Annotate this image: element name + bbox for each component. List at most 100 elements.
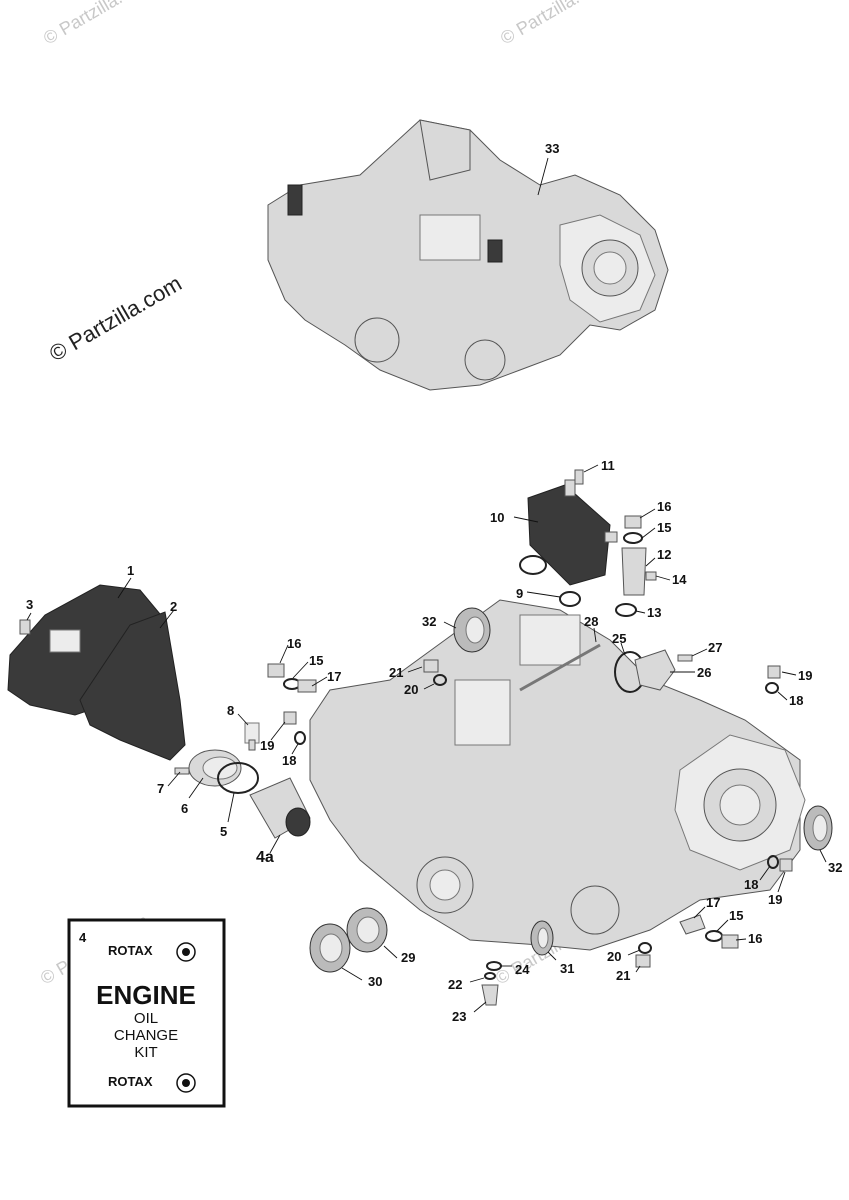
watermark-main: © Partzilla.com xyxy=(45,271,186,367)
callout-31: 31 xyxy=(560,961,574,976)
callout-28: 28 xyxy=(584,614,598,629)
callout-26: 26 xyxy=(697,665,711,680)
o-ring-24 xyxy=(486,961,502,971)
o-ring-5 xyxy=(217,762,259,794)
plug-21-lower xyxy=(635,954,651,968)
callout-12: 12 xyxy=(657,547,671,562)
washer-20-upper xyxy=(433,674,447,686)
callout-15-lower: 15 xyxy=(729,908,743,923)
bolt-11 xyxy=(574,469,584,485)
callout-32-upper: 32 xyxy=(422,614,436,629)
seal-32-upper xyxy=(453,607,491,653)
engine-assembly-33 xyxy=(267,119,669,391)
cover-2 xyxy=(79,611,186,761)
kit-brand-top: ROTAX xyxy=(108,943,153,958)
callout-16-left: 16 xyxy=(287,636,301,651)
callout-17-lower: 17 xyxy=(706,895,720,910)
drain-plug-23 xyxy=(481,984,499,1006)
callout-20-lower: 20 xyxy=(607,949,621,964)
brp-logo-top-icon xyxy=(176,942,196,962)
bolt-27 xyxy=(677,654,693,662)
bolt-3 xyxy=(19,619,31,635)
kit-line-kit: KIT xyxy=(134,1044,157,1061)
callout-33: 33 xyxy=(545,141,559,156)
o-ring-15-lower xyxy=(705,930,723,942)
kit-brand-bottom: ROTAX xyxy=(108,1074,153,1089)
callout-1: 1 xyxy=(127,563,134,578)
callout-7: 7 xyxy=(157,781,164,796)
callout-19-upper-right: 19 xyxy=(798,668,812,683)
callout-21-upper: 21 xyxy=(389,665,403,680)
callout-19-left: 19 xyxy=(260,738,274,753)
plug-16-upper-right xyxy=(624,515,642,529)
callout-8: 8 xyxy=(227,703,234,718)
callout-13: 13 xyxy=(647,605,661,620)
o-ring-9b xyxy=(559,591,581,607)
fitting-17-lower xyxy=(679,914,706,935)
seal-30 xyxy=(309,923,351,973)
o-ring-9a xyxy=(519,555,547,575)
plug-16-left xyxy=(267,663,285,678)
kit-number: 4 xyxy=(79,930,87,945)
callout-3: 3 xyxy=(26,597,33,612)
plug-21-upper xyxy=(423,659,439,673)
oil-filter-4a xyxy=(249,777,311,839)
seal-29 xyxy=(346,907,388,953)
oil-cooler-10 xyxy=(527,479,618,586)
washer-18-upper-right xyxy=(765,682,779,694)
kit-title: ENGINE xyxy=(96,980,196,1010)
washer-18-left xyxy=(294,731,306,745)
callout-18-upper-right: 18 xyxy=(789,693,803,708)
callout-27: 27 xyxy=(708,640,722,655)
callout-29: 29 xyxy=(401,950,415,965)
plug-19-upper-right xyxy=(767,665,781,679)
callout-6: 6 xyxy=(181,801,188,816)
callout-16-lower: 16 xyxy=(748,931,762,946)
plug-16-lower xyxy=(721,934,739,949)
callout-16-upper-right: 16 xyxy=(657,499,671,514)
engine-crankcase xyxy=(309,599,806,951)
callout-4a: 4a xyxy=(256,849,274,866)
watermark-top-left: © Partzilla.com xyxy=(40,0,155,48)
callout-30: 30 xyxy=(368,974,382,989)
callout-14: 14 xyxy=(672,572,687,587)
callout-24: 24 xyxy=(515,962,530,977)
callout-25: 25 xyxy=(612,631,626,646)
callout-11: 11 xyxy=(601,458,615,473)
kit-line-oil: OIL xyxy=(134,1010,158,1027)
oil-change-kit-box: 4 ROTAX ENGINE OIL CHANGE KIT ROTAX xyxy=(67,918,226,1108)
o-ring-22 xyxy=(484,972,496,980)
sensor-8 xyxy=(244,722,260,751)
watermark-top-right: © Partzilla.com xyxy=(497,0,612,48)
dipstick-28 xyxy=(519,643,601,692)
o-ring-15-upper-right xyxy=(623,532,643,544)
callout-32-right: 32 xyxy=(828,860,842,875)
callout-9: 9 xyxy=(516,586,523,601)
fitting-17-left xyxy=(297,679,317,693)
o-ring-13 xyxy=(615,603,637,617)
callout-18-left: 18 xyxy=(282,753,296,768)
callout-21-lower: 21 xyxy=(616,968,630,983)
oil-filter-cover-6 xyxy=(188,749,242,787)
callout-18-lower-right: 18 xyxy=(744,877,758,892)
washer-20-lower xyxy=(638,942,652,954)
callout-23: 23 xyxy=(452,1009,466,1024)
plug-19-left xyxy=(283,711,297,725)
callout-19-lower-right: 19 xyxy=(768,892,782,907)
callout-5: 5 xyxy=(220,824,227,839)
seal-32-right xyxy=(803,805,833,851)
bolt-14 xyxy=(645,571,657,581)
callout-2: 2 xyxy=(170,599,177,614)
seal-31 xyxy=(530,920,554,956)
plug-19-lower-right xyxy=(779,858,793,872)
bolt-7 xyxy=(174,767,190,775)
callout-17-left: 17 xyxy=(327,669,341,684)
callout-22: 22 xyxy=(448,977,462,992)
callout-20-upper: 20 xyxy=(404,682,418,697)
callout-15-left: 15 xyxy=(309,653,323,668)
callout-10: 10 xyxy=(490,510,504,525)
fitting-12 xyxy=(621,547,647,596)
washer-18-lower-right xyxy=(767,855,779,869)
brp-logo-bottom-icon xyxy=(176,1073,196,1093)
callout-15-upper-right: 15 xyxy=(657,520,671,535)
